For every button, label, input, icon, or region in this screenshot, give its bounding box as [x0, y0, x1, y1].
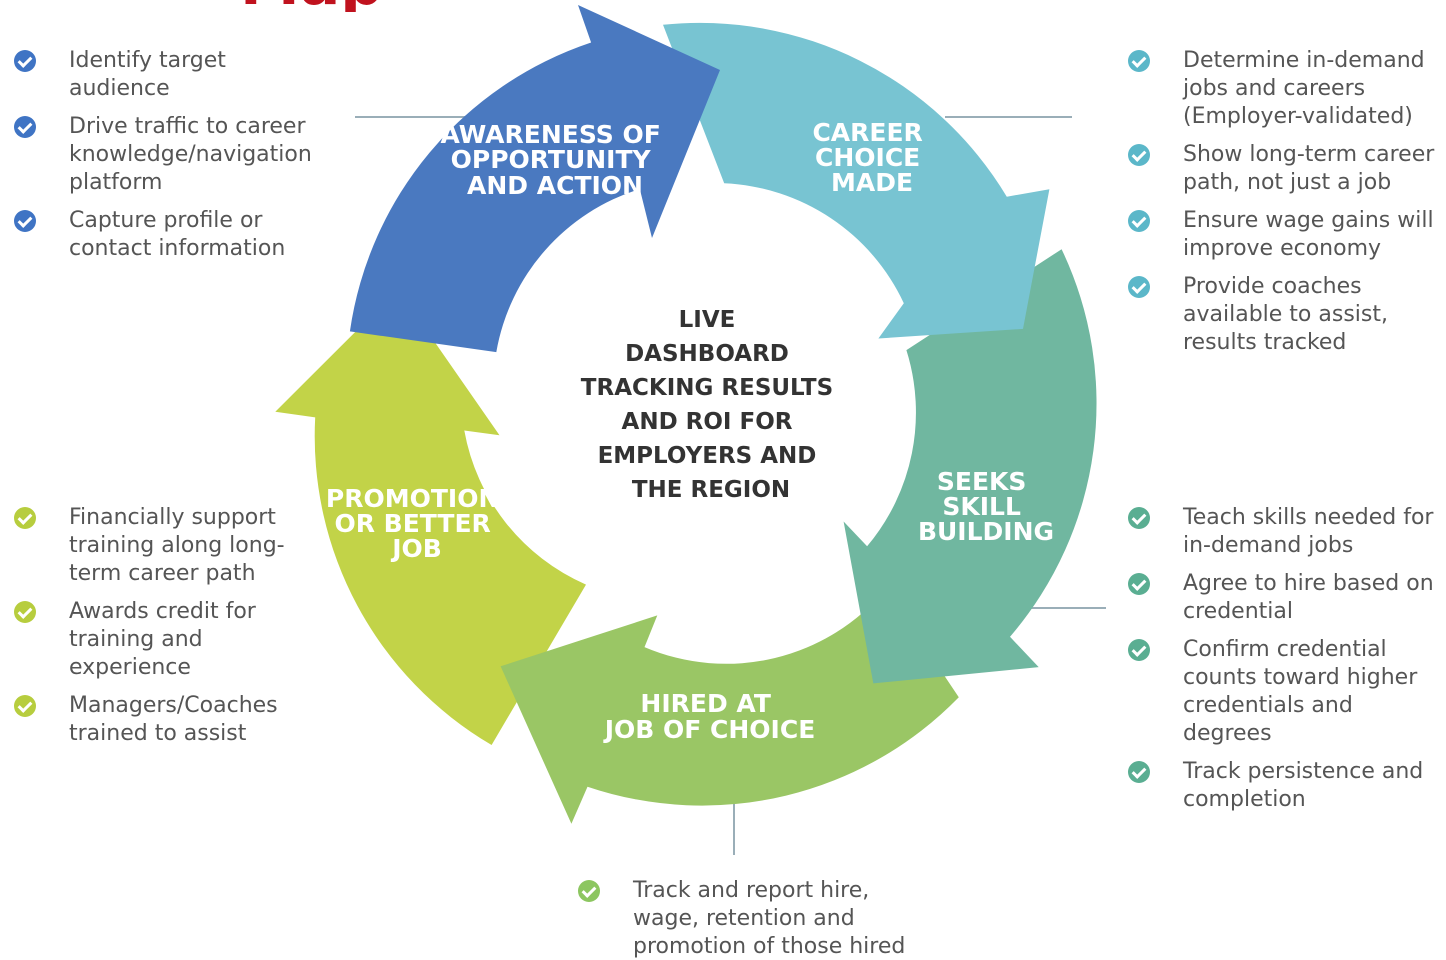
list-item-text: Drive traffic to career knowledge/naviga… [69, 114, 312, 195]
center-hub-text: LIVE DASHBOARD TRACKING RESULTS AND ROI … [581, 307, 841, 503]
title-fragment: Map [240, 0, 660, 12]
check-icon [14, 695, 36, 717]
segment-skill-arrow [843, 249, 1097, 684]
list-item: Provide coaches available to assist, res… [1128, 273, 1438, 357]
check-icon [1128, 210, 1150, 232]
list-item: Confirm credential counts toward higher … [1128, 636, 1438, 748]
check-icon [578, 880, 600, 902]
list-item: Agree to hire based on credential [1128, 570, 1438, 626]
list-item-text: Agree to hire based on credential [1183, 571, 1434, 624]
segment-label-hired: HIRED AT JOB OF CHOICE [603, 689, 816, 744]
segment-label-awareness: AWARENESS OF OPPORTUNITY AND ACTION [441, 120, 670, 200]
segment-career-arrow [663, 22, 1050, 339]
career-list: Determine in-demand jobs and careers (Em… [1128, 47, 1438, 367]
segment-label-promotion: PROMOTION OR BETTER JOB [326, 484, 508, 563]
list-item-text: Show long-term career path, not just a j… [1183, 142, 1435, 195]
check-icon [1128, 761, 1150, 783]
check-icon [1128, 507, 1150, 529]
check-icon [14, 507, 36, 529]
list-item: Financially support training along long-… [14, 504, 324, 588]
list-item: Awards credit for training and experienc… [14, 598, 324, 682]
segment-label-skill: SEEKS SKILL BUILDING [918, 467, 1054, 546]
list-item: Show long-term career path, not just a j… [1128, 141, 1438, 197]
list-item: Determine in-demand jobs and careers (Em… [1128, 47, 1438, 131]
list-item: Drive traffic to career knowledge/naviga… [14, 113, 314, 197]
check-icon [1128, 50, 1150, 72]
segment-hired-arrow [500, 588, 959, 824]
list-item-text: Ensure wage gains will improve economy [1183, 208, 1434, 261]
list-item-text: Capture profile or contact information [69, 208, 286, 261]
list-item: Capture profile or contact information [14, 207, 314, 263]
list-item-text: Identify target audience [69, 48, 226, 101]
list-item-text: Provide coaches available to assist, res… [1183, 274, 1388, 355]
promotion-list: Financially support training along long-… [14, 504, 324, 758]
list-item-text: Awards credit for training and experienc… [69, 599, 256, 680]
list-item-text: Financially support training along long-… [69, 505, 285, 586]
list-item-text: Confirm credential counts toward higher … [1183, 637, 1418, 746]
check-icon [14, 601, 36, 623]
list-item: Track and report hire, wage, retention a… [578, 877, 918, 960]
check-icon [1128, 573, 1150, 595]
list-item-text: Determine in-demand jobs and careers (Em… [1183, 48, 1425, 129]
check-icon [1128, 276, 1150, 298]
list-item: Ensure wage gains will improve economy [1128, 207, 1438, 263]
list-item-text: Track and report hire, wage, retention a… [633, 878, 906, 959]
hired-list: Track and report hire, wage, retention a… [578, 877, 918, 960]
list-item-text: Teach skills needed for in-demand jobs [1183, 505, 1434, 558]
connector-lines [355, 116, 1106, 855]
list-item-text: Track persistence and completion [1183, 759, 1424, 812]
check-icon [14, 50, 36, 72]
list-item-text: Managers/Coaches trained to assist [69, 693, 278, 746]
list-item: Track persistence and completion [1128, 758, 1438, 814]
list-item: Teach skills needed for in-demand jobs [1128, 504, 1438, 560]
segment-label-career: CAREER CHOICE MADE [812, 118, 931, 197]
list-item: Managers/Coaches trained to assist [14, 692, 324, 748]
list-item: Identify target audience [14, 47, 314, 103]
check-icon [14, 116, 36, 138]
segment-awareness-arrow [349, 5, 720, 353]
check-icon [1128, 639, 1150, 661]
awareness-list: Identify target audience Drive traffic t… [14, 47, 314, 273]
segment-promotion-arrow [275, 289, 586, 745]
check-icon [1128, 144, 1150, 166]
check-icon [14, 210, 36, 232]
skill-list: Teach skills needed for in-demand jobs A… [1128, 504, 1438, 824]
